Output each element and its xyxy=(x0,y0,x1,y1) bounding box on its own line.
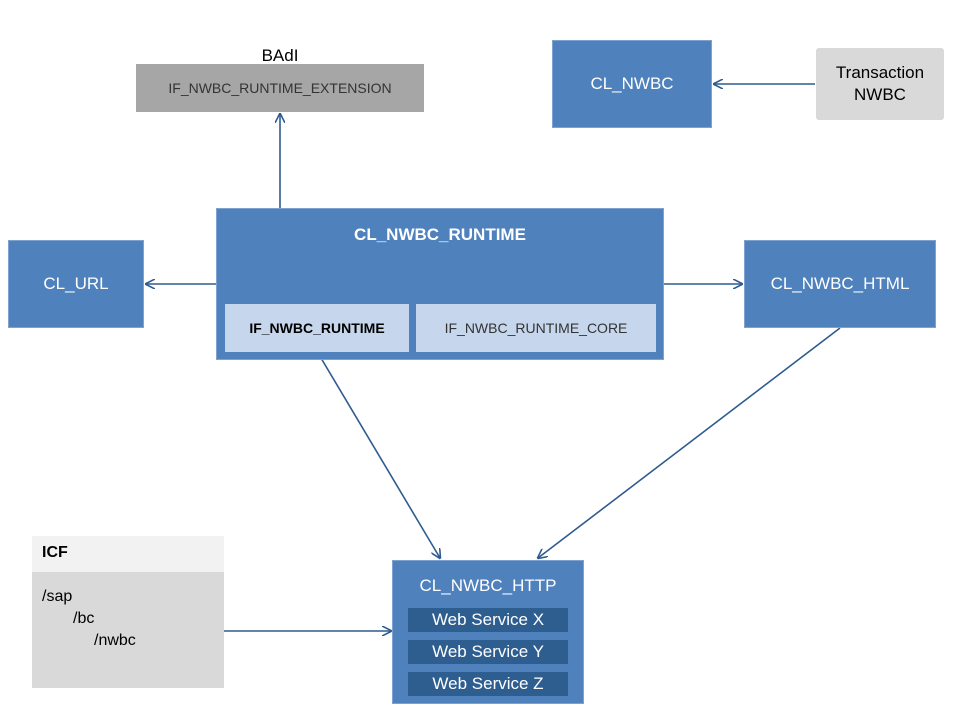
cl-nwbc-label: CL_NWBC xyxy=(590,74,674,93)
cl-nwbc-html-label: CL_NWBC_HTML xyxy=(770,274,910,293)
transaction-label-line1: Transaction xyxy=(835,63,925,82)
transaction-nwbc-box: Transaction NWBC xyxy=(816,48,944,120)
if-nwbc-runtime-core-box: IF_NWBC_RUNTIME_CORE xyxy=(416,304,656,352)
badi-interface-box: IF_NWBC_RUNTIME_EXTENSION xyxy=(136,64,424,112)
cl-nwbc-runtime-box: CL_NWBC_RUNTIME IF_NWBC_RUNTIME IF_NWBC_… xyxy=(216,208,664,360)
icf-path-sap: /sap xyxy=(42,588,73,605)
cl-nwbc-http-box: CL_NWBC_HTTP Web Service X Web Service Y… xyxy=(392,560,584,704)
cl-nwbc-box: CL_NWBC xyxy=(552,40,712,128)
transaction-label-line2: NWBC xyxy=(854,85,906,104)
web-service-x-label: Web Service X xyxy=(431,610,545,629)
web-service-x: Web Service X xyxy=(408,608,568,632)
icf-box: ICF /sap /bc /nwbc xyxy=(32,536,224,688)
web-service-z-label: Web Service Z xyxy=(432,674,544,693)
badi-interface-label: IF_NWBC_RUNTIME_EXTENSION xyxy=(168,80,392,96)
cl-url-box: CL_URL xyxy=(8,240,144,328)
icf-title: ICF xyxy=(42,544,68,561)
cl-url-label: CL_URL xyxy=(43,274,109,293)
web-service-z: Web Service Z xyxy=(408,672,568,696)
badi-caption: BAdI xyxy=(261,46,299,65)
cl-nwbc-http-title: CL_NWBC_HTTP xyxy=(419,576,557,595)
if-nwbc-runtime-box: IF_NWBC_RUNTIME xyxy=(225,304,409,352)
web-service-y: Web Service Y xyxy=(408,640,568,664)
arrow-html-to-cl-nwbc-http xyxy=(538,327,841,558)
web-service-y-label: Web Service Y xyxy=(432,642,544,661)
if-nwbc-runtime-core-label: IF_NWBC_RUNTIME_CORE xyxy=(444,320,628,336)
cl-nwbc-runtime-title: CL_NWBC_RUNTIME xyxy=(354,225,526,244)
icf-path-bc: /bc xyxy=(73,610,95,627)
icf-path-nwbc: /nwbc xyxy=(94,632,136,649)
arrow-runtime-to-cl-nwbc-http xyxy=(317,352,440,558)
if-nwbc-runtime-label: IF_NWBC_RUNTIME xyxy=(249,320,385,336)
cl-nwbc-html-box: CL_NWBC_HTML xyxy=(744,240,936,328)
icf-header: ICF xyxy=(32,536,224,572)
